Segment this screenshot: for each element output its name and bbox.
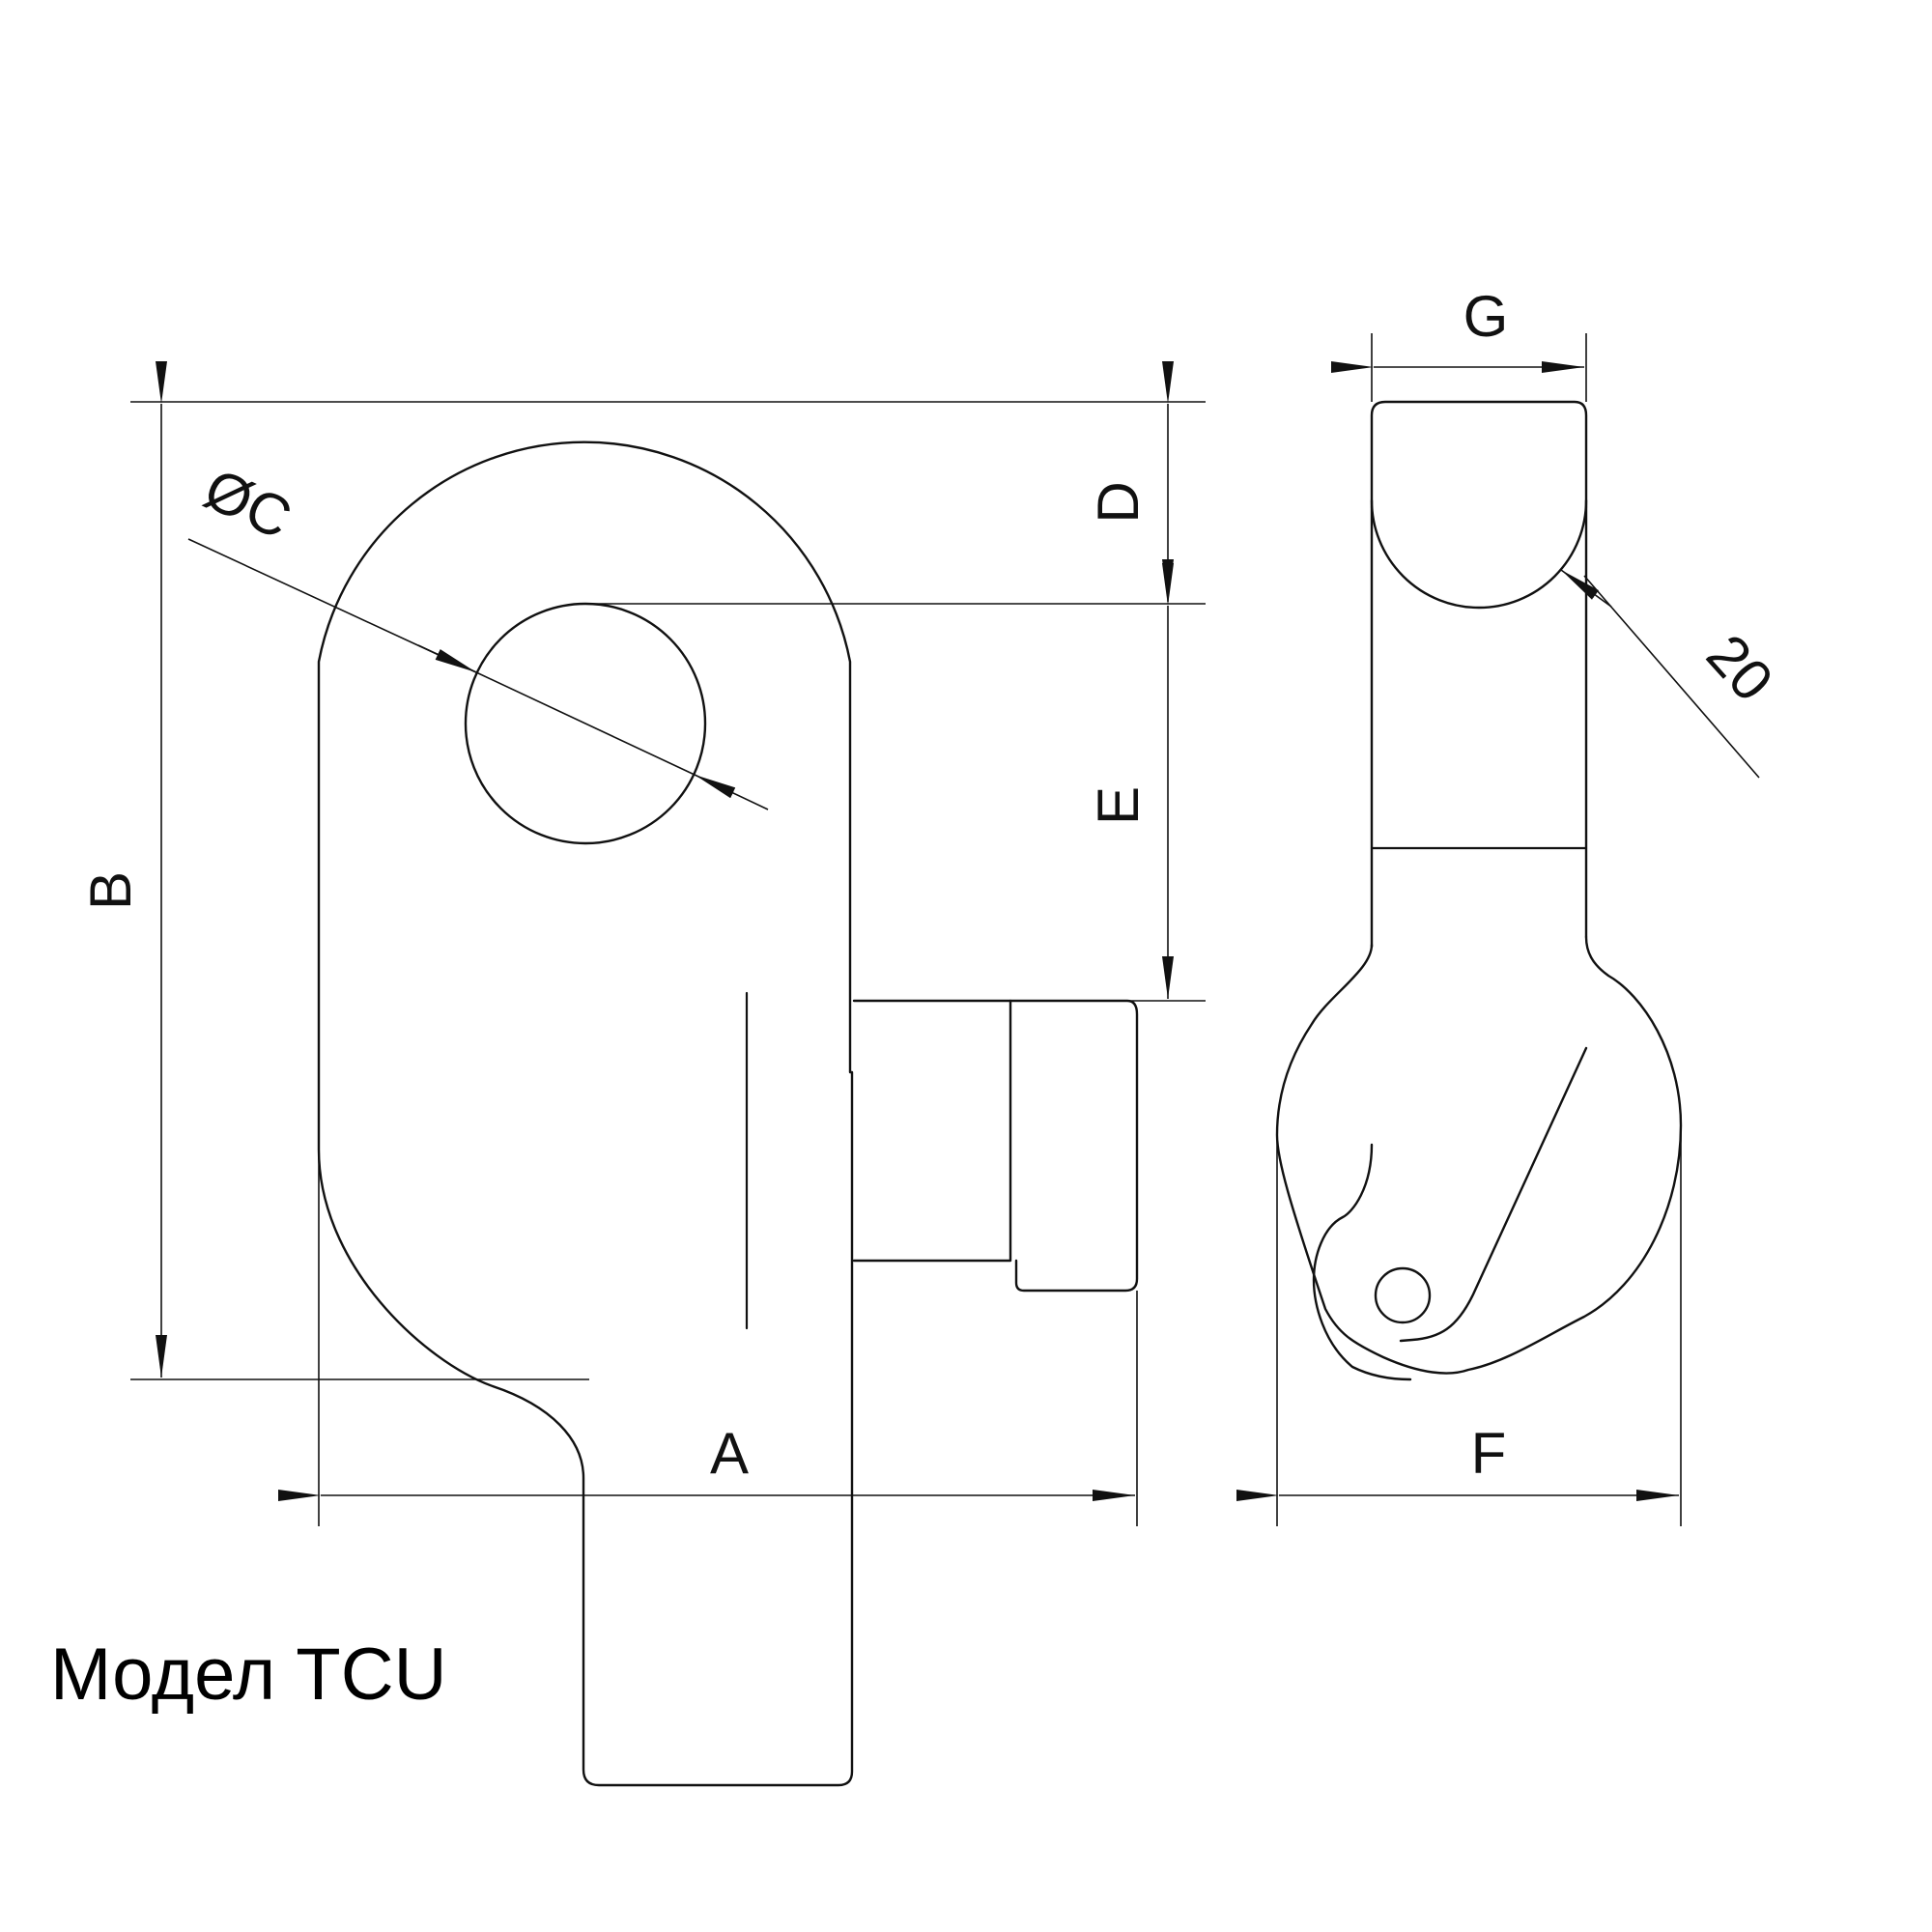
side-view-lever-outline xyxy=(1312,1143,1412,1381)
side-view-clamp-arm xyxy=(1399,1046,1588,1343)
front-view-threaded-stem xyxy=(852,999,1012,1263)
label-b: B xyxy=(78,871,143,910)
label-g: G xyxy=(1463,284,1509,349)
dimension-c-arrow-near xyxy=(417,644,477,673)
label-f: F xyxy=(1471,1421,1507,1486)
label-c: ØC xyxy=(195,456,301,552)
label-d: D xyxy=(1086,481,1151,523)
label-e: E xyxy=(1086,786,1151,825)
front-view xyxy=(317,440,1139,1787)
side-view-head-outline xyxy=(1370,400,1588,509)
side-view xyxy=(1275,400,1683,1381)
model-caption: Модел TCU xyxy=(50,1634,447,1716)
dimension-c-arrow-far xyxy=(694,774,769,810)
dimension-radius-arrow xyxy=(1560,569,1612,608)
side-view-jaw-outline xyxy=(1275,935,1683,1375)
dimension-c-through xyxy=(475,671,696,776)
dimension-labels: A F G B D E ØC 20 xyxy=(78,284,1785,1486)
dimensions xyxy=(130,333,1760,1526)
label-a: A xyxy=(710,1421,749,1486)
front-view-body-outline xyxy=(317,440,854,1787)
side-view-pivot-pin xyxy=(1374,1266,1432,1324)
front-view-stem-collar xyxy=(1009,999,1139,1293)
label-radius: 20 xyxy=(1694,622,1785,713)
dimension-radius-leader xyxy=(1583,575,1760,779)
side-view-head-arc xyxy=(1370,498,1588,610)
